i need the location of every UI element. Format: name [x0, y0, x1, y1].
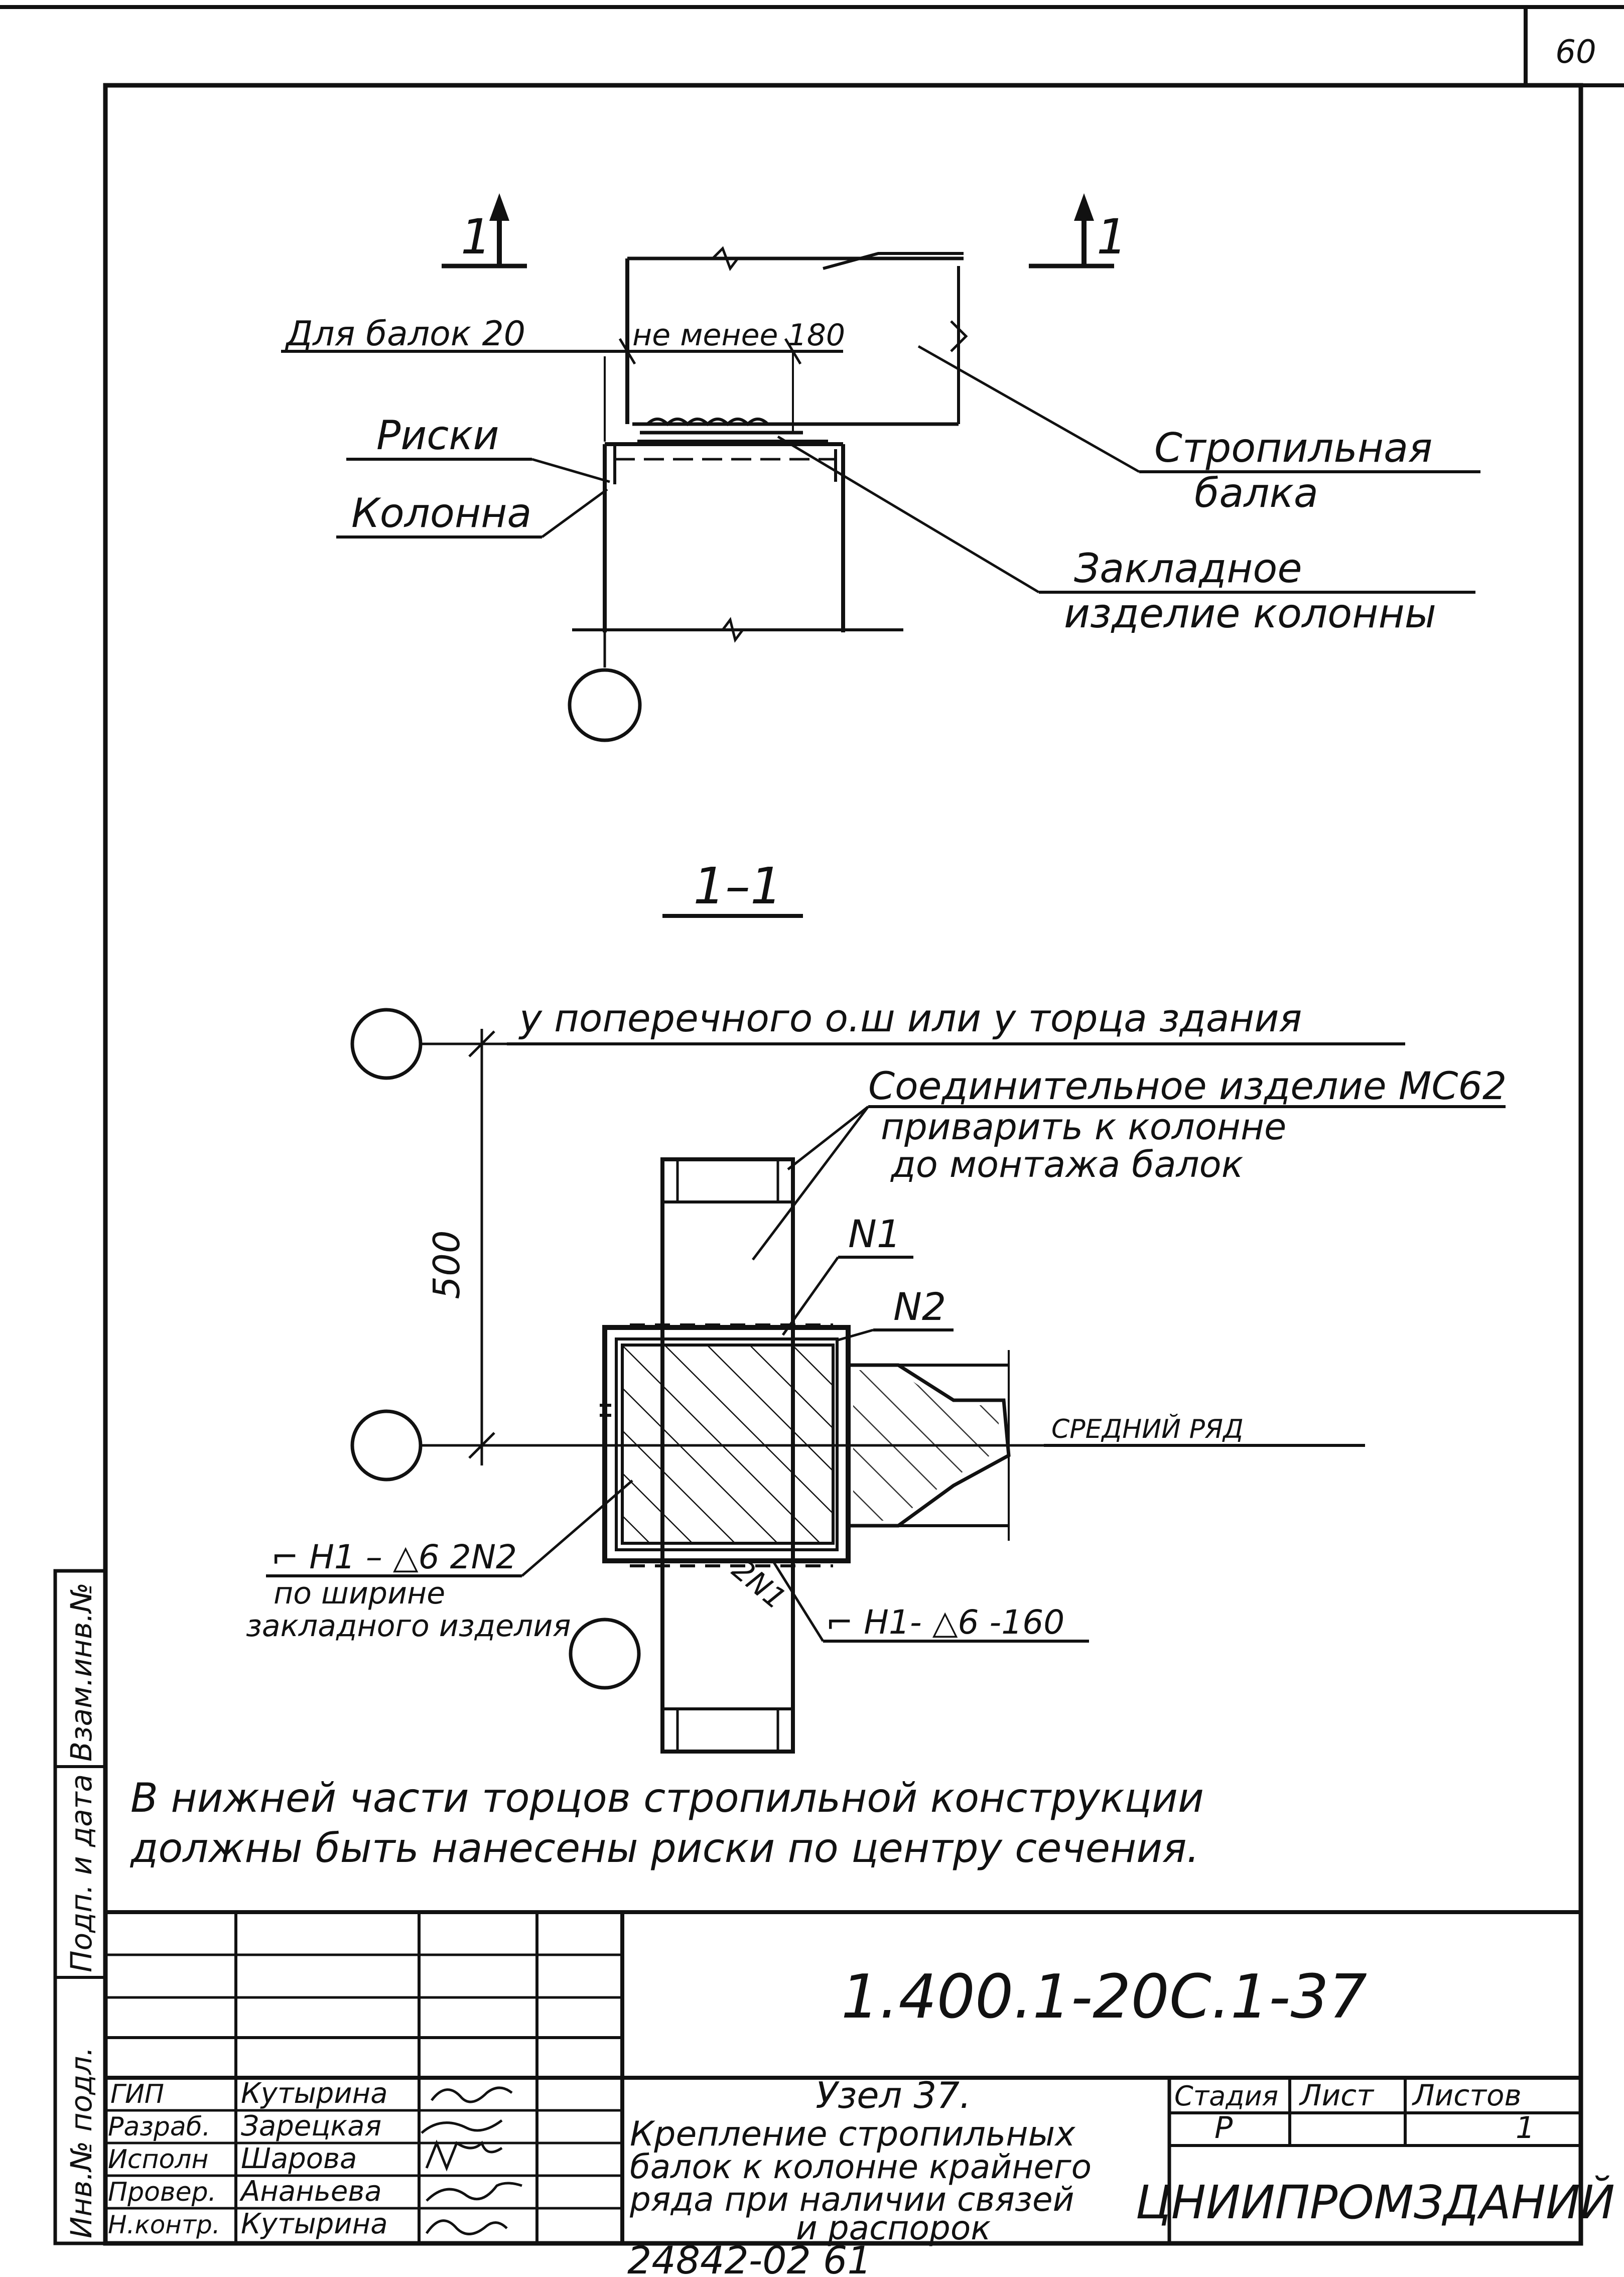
side-stamp	[53, 1569, 107, 2245]
label-axis-top: у поперечного о.ш или у торца здания	[518, 996, 1302, 1040]
title-line1: Узел 37.	[816, 2074, 971, 2116]
stage-value: Р	[1214, 2110, 1233, 2146]
title-line5: и распорок	[796, 2209, 991, 2247]
label-connector-line3: до монтажа балок	[890, 1143, 1243, 1185]
label-embed-line2: изделие колонны	[1064, 590, 1436, 637]
sheets-value: 1	[1516, 2110, 1535, 2146]
section-marker-left	[442, 193, 527, 269]
section-title: 1–1	[693, 857, 782, 915]
label-n2: N2	[893, 1284, 946, 1329]
signatures	[421, 2086, 522, 2235]
axis-bubble-top	[568, 668, 642, 742]
section-mark-right-label: 1	[1097, 209, 1127, 265]
section-marker-right	[1029, 193, 1114, 269]
leaders-top	[336, 345, 1480, 594]
section-1-1: 1–1 у поперечного о.ш или у торца здания…	[246, 857, 1507, 1754]
weld-left-line3: закладного изделия	[246, 1609, 571, 1644]
weld-left-line1: ⌐ Н1 – △6 2N2	[271, 1538, 517, 1576]
label-connector-line2: приварить к колонне	[881, 1106, 1286, 1148]
role-checker: Провер.	[108, 2177, 216, 2207]
column-elevation	[572, 442, 903, 667]
role-developer: Разраб.	[108, 2112, 210, 2142]
weld-bottom: ⌐ Н1- △6 -160	[826, 1603, 1064, 1642]
beam-section	[848, 1350, 1011, 1541]
name-norm-control: Кутырина	[241, 2208, 388, 2240]
label-connector-line1: Соединительное изделие МС62	[868, 1063, 1507, 1108]
side-stamp-col1: Инв.№ подл.	[64, 2047, 98, 2238]
label-rafter-beam-line2: балка	[1194, 470, 1318, 516]
sheets-header: Листов	[1412, 2078, 1522, 2112]
page-number: 60	[1555, 34, 1596, 71]
name-gip: Кутырина	[241, 2077, 388, 2110]
stage-header: Стадия	[1174, 2080, 1278, 2112]
label-risks: Риски	[376, 412, 499, 459]
label-rafter-beam-line1: Стропильная	[1154, 425, 1432, 471]
name-checker: Ананьева	[239, 2175, 382, 2208]
dim-beam-gap-label: Для балок 20	[285, 314, 525, 354]
title-line4: ряда при наличии связей	[629, 2180, 1074, 2219]
dimension-500	[468, 1029, 495, 1465]
dim-min-bearing-label: не менее 180	[632, 318, 845, 353]
dim-500-label: 500	[426, 1230, 468, 1299]
title-block	[105, 1910, 1581, 2243]
sheet-header: Лист	[1299, 2078, 1375, 2112]
side-stamp-col2: Подп. и дата	[64, 1774, 98, 1972]
role-gip: ГИП	[110, 2079, 164, 2109]
bearing-dimension	[281, 338, 843, 442]
title-line2: Крепление стропильных	[630, 2114, 1075, 2154]
role-norm-control: Н.контр.	[108, 2210, 220, 2239]
rafter-beam	[625, 246, 968, 444]
title-line3: балок к колонне крайнего	[630, 2148, 1092, 2186]
label-column: Колонна	[351, 490, 531, 537]
note-line1: В нижней части торцов стропильной констр…	[130, 1775, 1204, 1821]
label-embed-line1: Закладное	[1074, 545, 1302, 592]
leaders-section	[266, 1105, 1506, 1643]
role-executor: Исполн	[108, 2145, 209, 2175]
column-section	[600, 1323, 851, 1567]
name-developer: Зарецкая	[241, 2110, 381, 2142]
section-mark-left-label: 1	[461, 209, 491, 265]
label-middle-row: СРЕДНИЙ РЯД	[1051, 1414, 1244, 1444]
note-line2: должны быть нанесены риски по центру сеч…	[129, 1825, 1199, 1871]
organization-name: ЦНИИПРОМЗДАНИЙ	[1135, 2175, 1614, 2229]
label-n1: N1	[848, 1212, 901, 1256]
name-executor: Шарова	[241, 2142, 357, 2175]
axis-bubble-middle	[350, 1409, 423, 1482]
axis-bubble-lower	[569, 1618, 641, 1690]
document-designation: 1.400.1-20С.1-37	[841, 1962, 1367, 2032]
archive-code: 24842-02 61	[627, 2238, 872, 2277]
weld-left-line2: по ширине	[274, 1576, 445, 1611]
sheet-frame	[0, 5, 1624, 2246]
axis-bubble-upper	[350, 1008, 423, 1080]
elevation-view: 1 1	[281, 193, 1480, 742]
side-stamp-col3: Взам.инв.№	[64, 1582, 98, 1762]
